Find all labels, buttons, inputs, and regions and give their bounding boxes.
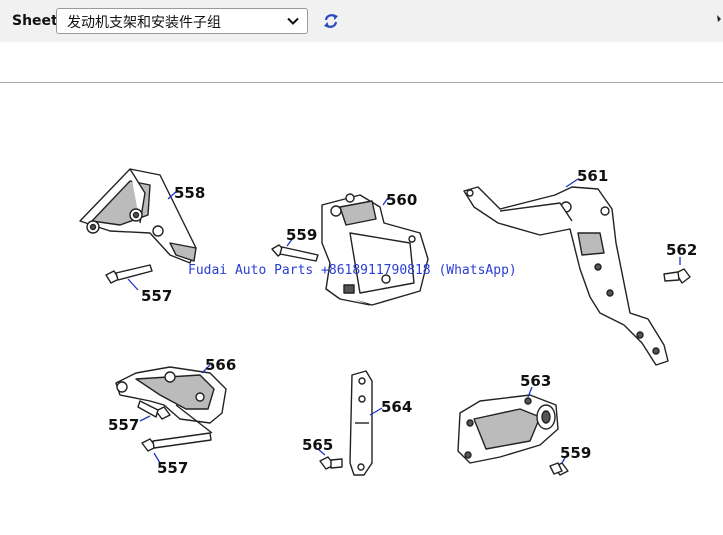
callout-559a: 559 (286, 226, 317, 244)
callout-561: 561 (577, 167, 608, 185)
part-557b[interactable] (137, 400, 171, 420)
leader-557b (139, 415, 151, 422)
leader-566 (201, 364, 211, 374)
sheet-select-value: 发动机支架和安装件子组 (67, 15, 221, 31)
callout-557c: 557 (157, 459, 188, 477)
leader-557c (153, 452, 161, 464)
part-562[interactable] (663, 268, 691, 284)
callout-559b: 559 (560, 444, 591, 462)
part-564[interactable] (349, 370, 373, 476)
leader-564 (369, 407, 383, 416)
sheet-select[interactable]: 发动机支架和安装件子组 (56, 8, 308, 34)
edit-icon[interactable] (715, 12, 723, 26)
divider (0, 82, 723, 83)
parts-diagram: 558 557 560 559 561 562 (0, 83, 723, 535)
toolbar: Sheet 发动机支架和安装件子组 (0, 0, 723, 42)
leader-565 (317, 448, 326, 456)
leader-559b (561, 455, 567, 464)
part-566[interactable] (115, 366, 227, 434)
callout-558: 558 (174, 184, 205, 202)
sheet-label: Sheet (12, 13, 58, 29)
part-560[interactable] (321, 193, 429, 306)
leader-558 (167, 189, 179, 200)
part-565[interactable] (319, 456, 343, 470)
leader-563 (527, 386, 533, 398)
secondary-bar (0, 42, 723, 82)
leader-557a (127, 278, 139, 291)
leader-561 (565, 178, 579, 188)
callout-557b: 557 (108, 416, 139, 434)
callout-565: 565 (302, 436, 333, 454)
part-557c[interactable] (141, 432, 212, 452)
part-559b[interactable] (549, 462, 569, 476)
parts-diagram-svg: 558 557 560 559 561 562 (79, 167, 697, 477)
chevron-down-icon (287, 17, 299, 25)
refresh-icon[interactable] (322, 12, 340, 30)
leader-560 (382, 194, 391, 206)
leader-559a (286, 237, 294, 247)
callout-562: 562 (666, 241, 697, 259)
part-559a[interactable] (271, 244, 319, 262)
part-561[interactable] (463, 186, 669, 366)
part-557a[interactable] (105, 264, 153, 284)
callout-560: 560 (386, 191, 417, 209)
part-563[interactable] (457, 394, 559, 464)
watermark-text: Fudai Auto Parts +8618911790818 (WhatsAp… (188, 263, 517, 278)
callout-563: 563 (520, 372, 551, 390)
callout-557a: 557 (141, 287, 172, 305)
callout-564: 564 (381, 398, 412, 416)
part-558[interactable] (79, 168, 197, 264)
callout-566: 566 (205, 356, 236, 374)
